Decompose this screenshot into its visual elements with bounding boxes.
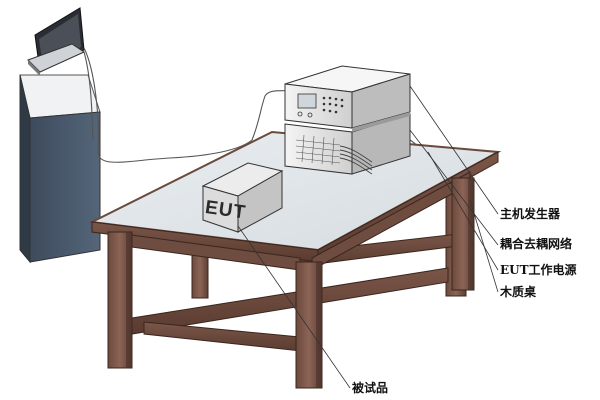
label-coupling-network: 耦合去耦网络 [500, 236, 572, 251]
side-desk [19, 74, 101, 264]
label-test-sample: 被试品 [352, 380, 388, 395]
eut-box: EUT [201, 162, 284, 233]
test-cabinet [284, 65, 411, 175]
label-wooden-table: 木质桌 [499, 284, 537, 299]
main-generator-unit [284, 73, 411, 129]
generator-display [297, 93, 317, 109]
label-eut-power: EUT工作电源 [500, 262, 577, 277]
wooden-table [88, 130, 502, 389]
coupling-network-unit [284, 112, 411, 175]
leader-lines [237, 85, 499, 389]
laptop [27, 7, 86, 76]
label-main-generator: 主机发生器 [500, 206, 561, 221]
